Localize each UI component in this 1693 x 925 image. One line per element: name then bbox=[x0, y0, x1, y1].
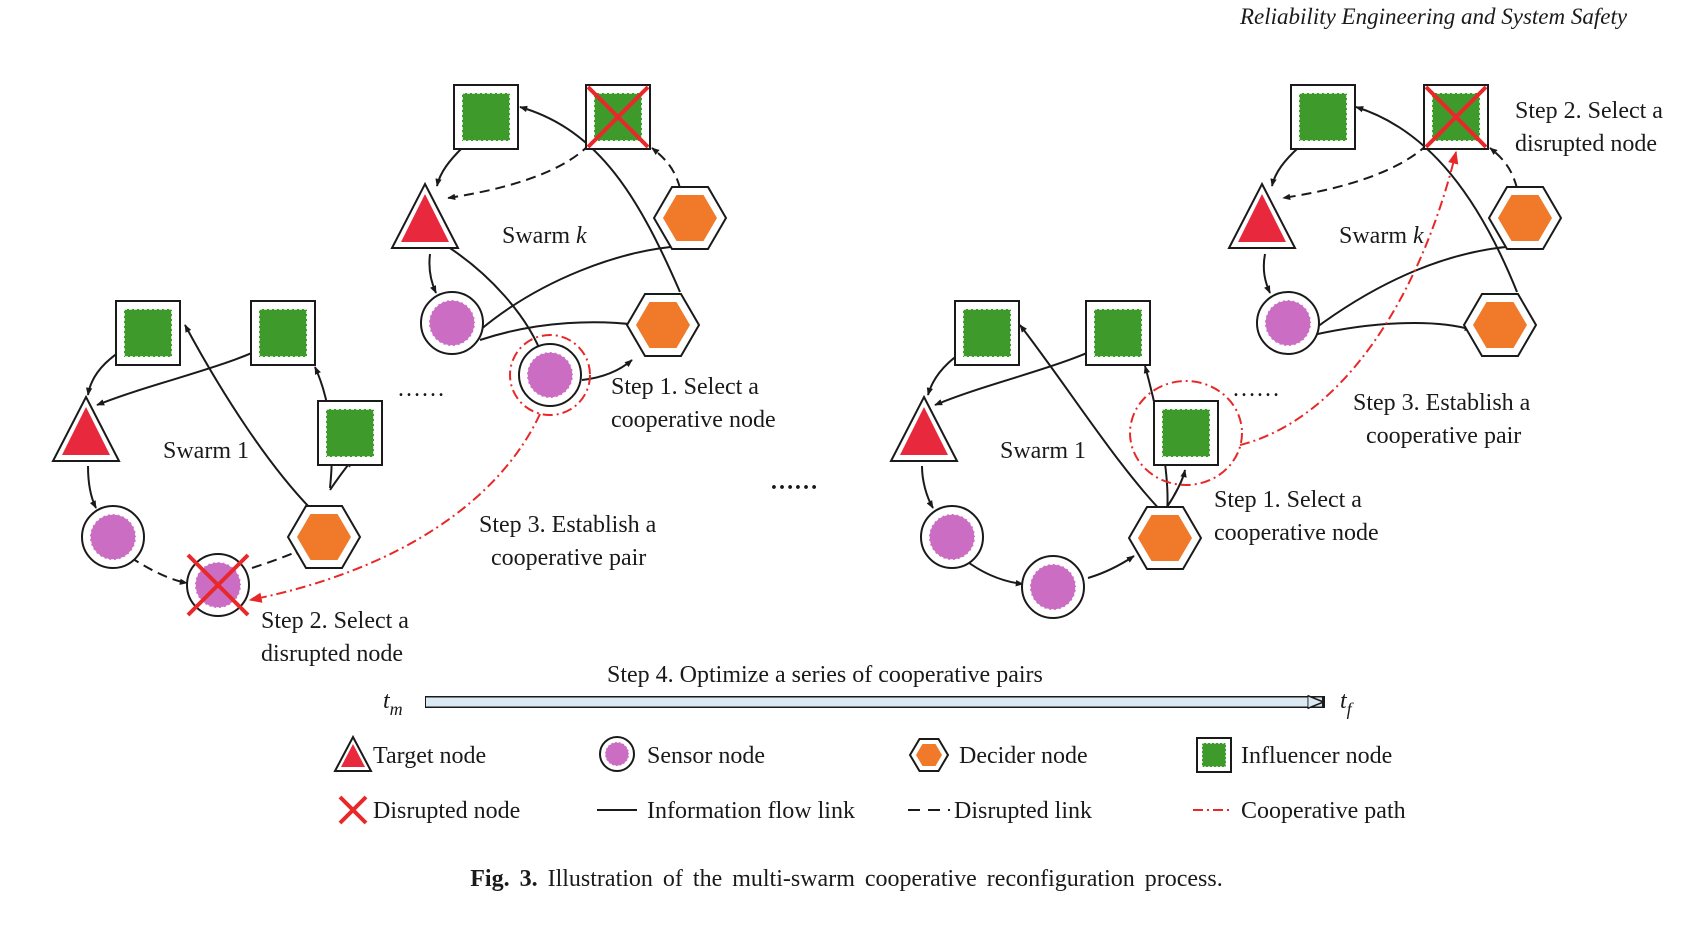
sensor-node-disrupted bbox=[186, 553, 250, 617]
ellipsis-center: …… bbox=[770, 469, 818, 495]
decider-node bbox=[1127, 506, 1203, 570]
info-link bbox=[1087, 555, 1135, 579]
caption-label: Fig. 3. bbox=[470, 866, 538, 892]
step1-label-line1: Step 1. Select a bbox=[611, 374, 759, 400]
disrupted-link bbox=[1282, 143, 1429, 201]
timeline: Step 4. Optimize a series of cooperative… bbox=[383, 662, 1355, 719]
disrupted-link bbox=[651, 147, 681, 189]
sensor-node bbox=[420, 291, 484, 355]
target-node bbox=[889, 394, 959, 462]
cooperative-path bbox=[1239, 150, 1459, 446]
target-node bbox=[390, 181, 460, 249]
target-node bbox=[1227, 181, 1297, 249]
legend-influencer-icon bbox=[1196, 737, 1232, 773]
step3-label-line2: cooperative pair bbox=[491, 545, 646, 571]
legend-coop-label: Cooperative path bbox=[1241, 798, 1406, 824]
info-link bbox=[1262, 253, 1271, 294]
info-link bbox=[1312, 322, 1473, 336]
info-link bbox=[1270, 147, 1299, 187]
influencer-node bbox=[1085, 300, 1151, 366]
disrupted-link bbox=[447, 143, 591, 201]
info-link bbox=[184, 324, 321, 519]
legend-disrupted-icon bbox=[338, 795, 368, 825]
step1-label-line1: Step 1. Select a bbox=[1214, 487, 1362, 513]
info-link bbox=[431, 236, 544, 359]
info-link bbox=[964, 559, 1024, 587]
decider-node bbox=[1487, 186, 1563, 250]
ellipsis: …… bbox=[1232, 376, 1280, 402]
sensor-node bbox=[1021, 555, 1085, 619]
info-link bbox=[1355, 106, 1518, 293]
info-link bbox=[921, 465, 934, 509]
journal-header: Reliability Engineering and System Safet… bbox=[1240, 4, 1628, 29]
step2-label-line1: Step 2. Select a bbox=[261, 608, 409, 634]
time-start-label: tm bbox=[383, 688, 403, 719]
info-link bbox=[1019, 324, 1168, 518]
influencer-node-disrupted bbox=[585, 84, 651, 150]
info-link bbox=[519, 105, 681, 293]
disrupted-link bbox=[129, 556, 188, 585]
left-panel: Swarm 1 Swarm k …… Step 1. Select a coop… bbox=[51, 84, 776, 667]
sensor-node-cooperative bbox=[509, 334, 591, 416]
left-swarmk-links bbox=[428, 105, 683, 381]
influencer-node-cooperative bbox=[1129, 380, 1243, 486]
step4-label: Step 4. Optimize a series of cooperative… bbox=[607, 662, 1043, 688]
influencer-node bbox=[115, 300, 181, 366]
info-link bbox=[435, 147, 463, 187]
info-link bbox=[581, 359, 633, 381]
influencer-node bbox=[453, 84, 519, 150]
right-panel: Swarm 1 Swarm k …… Step 1. Select a coop… bbox=[889, 84, 1663, 619]
legend-target-label: Target node bbox=[373, 743, 486, 769]
step2-label-line2: disrupted node bbox=[1515, 131, 1657, 157]
swarm-label: Swarm k bbox=[502, 223, 587, 249]
step1-label-line2: cooperative node bbox=[611, 407, 776, 433]
legend: Target node Sensor node Decider node Inf… bbox=[333, 734, 1406, 825]
swarm-label: Swarm 1 bbox=[163, 438, 249, 464]
sensor-node bbox=[1256, 291, 1320, 355]
influencer-node bbox=[250, 300, 316, 366]
decider-node bbox=[1462, 293, 1538, 357]
step2-label-line1: Step 2. Select a bbox=[1515, 98, 1663, 124]
legend-info-label: Information flow link bbox=[647, 798, 855, 824]
influencer-node-disrupted bbox=[1423, 84, 1489, 150]
swarm-label: Swarm k bbox=[1339, 223, 1424, 249]
step3-label-line2: cooperative pair bbox=[1366, 423, 1521, 449]
info-link bbox=[428, 253, 437, 294]
caption-text: Illustration of the multi-swarm cooperat… bbox=[547, 866, 1223, 892]
sensor-node bbox=[920, 505, 984, 569]
influencer-node bbox=[317, 400, 383, 466]
step3-label-line1: Step 3. Establish a bbox=[1353, 390, 1531, 416]
legend-decider-label: Decider node bbox=[959, 743, 1088, 769]
legend-disrupted-link-label: Disrupted link bbox=[954, 798, 1092, 824]
step3-label-line1: Step 3. Establish a bbox=[479, 512, 657, 538]
disrupted-link bbox=[1489, 147, 1518, 189]
legend-influencer-label: Influencer node bbox=[1241, 743, 1392, 769]
sensor-node bbox=[81, 505, 145, 569]
legend-sensor-label: Sensor node bbox=[647, 743, 765, 769]
disrupted-link bbox=[251, 548, 303, 569]
decider-node bbox=[652, 186, 728, 250]
info-link bbox=[479, 320, 639, 341]
info-link bbox=[87, 465, 97, 509]
legend-sensor-icon bbox=[599, 736, 635, 772]
decider-node bbox=[625, 293, 701, 357]
cooperative-path bbox=[248, 413, 541, 603]
info-link bbox=[479, 243, 683, 331]
figure-caption: Fig. 3. Illustration of the multi-swarm … bbox=[0, 866, 1693, 893]
legend-disrupted-label: Disrupted node bbox=[373, 798, 520, 824]
legend-decider-icon bbox=[908, 738, 950, 772]
influencer-node bbox=[1290, 84, 1356, 150]
target-node bbox=[51, 394, 121, 462]
step2-label-line2: disrupted node bbox=[261, 641, 403, 667]
decider-node bbox=[286, 505, 362, 569]
legend-target-icon bbox=[333, 734, 373, 772]
influencer-node bbox=[954, 300, 1020, 366]
info-link bbox=[1166, 469, 1187, 508]
swarm-label: Swarm 1 bbox=[1000, 438, 1086, 464]
time-end-label: tf bbox=[1340, 688, 1355, 719]
step1-label-line2: cooperative node bbox=[1214, 520, 1379, 546]
ellipsis: …… bbox=[397, 376, 445, 402]
